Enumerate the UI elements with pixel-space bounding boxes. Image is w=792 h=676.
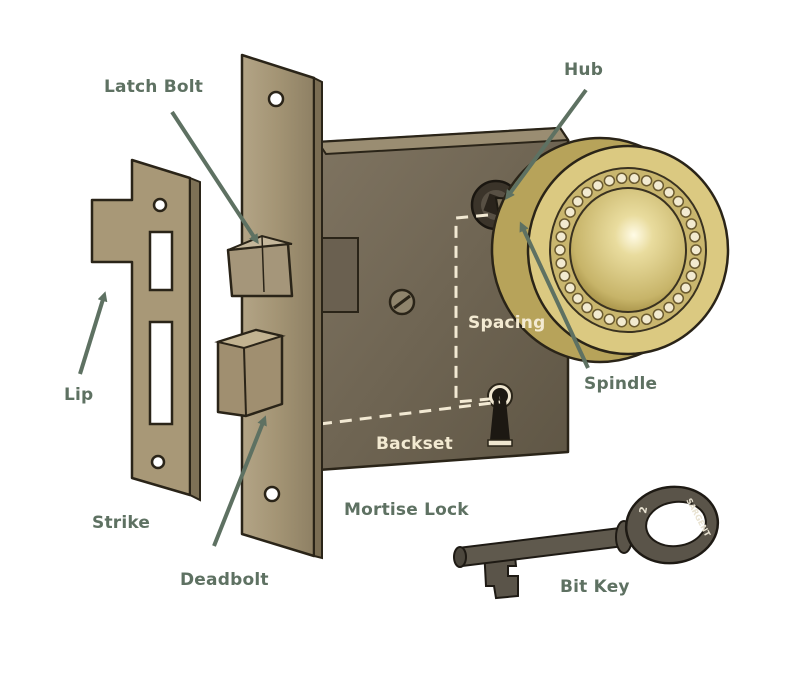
- knob-bead-ring: [554, 172, 702, 328]
- strike-upper-slot: [148, 230, 174, 292]
- pointer-arrows: [78, 88, 590, 547]
- spacing-guide: [454, 213, 501, 404]
- knob-bead: [564, 206, 576, 218]
- latch-bolt: [226, 234, 294, 298]
- label-lip: Lip: [64, 385, 94, 405]
- strike-screw-hole-bottom: [150, 454, 166, 470]
- faceplate: [240, 53, 323, 560]
- arrow-hub: [505, 88, 588, 201]
- knob-bead: [640, 174, 653, 187]
- label-mortise-lock: Mortise Lock: [344, 500, 469, 520]
- knob-bead: [571, 292, 584, 305]
- deadbolt: [214, 328, 286, 418]
- arrow-latch-bolt: [170, 110, 259, 245]
- arrow-spindle: [519, 221, 590, 369]
- label-strike: Strike: [92, 513, 151, 533]
- bit-key: SARGENT 2: [453, 485, 720, 600]
- strike-lower-slot: [148, 320, 174, 426]
- label-deadbolt: Deadbolt: [180, 570, 269, 590]
- knob-bead: [685, 270, 698, 282]
- arrow-lip: [78, 291, 108, 375]
- knob-bead: [571, 195, 584, 208]
- knob-bead: [672, 195, 685, 208]
- knob-bead: [663, 301, 675, 314]
- knob-bead: [591, 179, 604, 192]
- knob-bead: [581, 186, 593, 199]
- knob-bead: [680, 282, 692, 294]
- knob-bead: [640, 313, 653, 326]
- label-latch-bolt: Latch Bolt: [104, 77, 204, 97]
- knob-bead: [591, 308, 604, 321]
- strike-lip: [90, 158, 192, 497]
- backset-guide: [319, 400, 501, 426]
- knob-bead: [672, 292, 685, 305]
- knob-bead: [685, 218, 698, 230]
- knob-bead: [628, 172, 641, 185]
- label-spacing: Spacing: [468, 313, 546, 333]
- knob-bead: [554, 244, 566, 256]
- knob-bead: [628, 315, 641, 328]
- knob-bead: [663, 186, 675, 199]
- knob-bead: [558, 270, 571, 282]
- keyhole: [487, 383, 513, 447]
- faceplate-screw-hole-top: [267, 90, 285, 108]
- knob-bead: [603, 174, 616, 187]
- knob-bead: [581, 301, 593, 314]
- arrow-deadbolt: [212, 415, 267, 547]
- knob: [490, 136, 730, 364]
- knob-bead: [689, 257, 701, 269]
- faceplate-screw-hole-bottom: [263, 485, 281, 503]
- knob-bead: [689, 231, 701, 243]
- label-bit-key: Bit Key: [560, 577, 630, 597]
- knob-bead: [690, 244, 702, 256]
- knob-bead: [652, 179, 665, 192]
- label-spindle: Spindle: [584, 374, 658, 394]
- label-hub: Hub: [564, 60, 604, 80]
- label-backset: Backset: [376, 434, 453, 454]
- case-screw: [388, 288, 416, 316]
- knob-bead: [652, 308, 665, 321]
- strike-plate: [90, 158, 201, 502]
- knob-bead: [555, 231, 567, 243]
- knob-bead: [615, 172, 628, 185]
- knob-bead: [603, 313, 616, 326]
- strike-screw-hole-top: [152, 197, 168, 213]
- knob-bead: [558, 218, 571, 230]
- knob-bead: [555, 257, 567, 269]
- knob-bead: [680, 206, 692, 218]
- knob-bead: [564, 282, 576, 294]
- knob-bead: [615, 315, 628, 328]
- key-number-engraving: 2: [638, 506, 650, 515]
